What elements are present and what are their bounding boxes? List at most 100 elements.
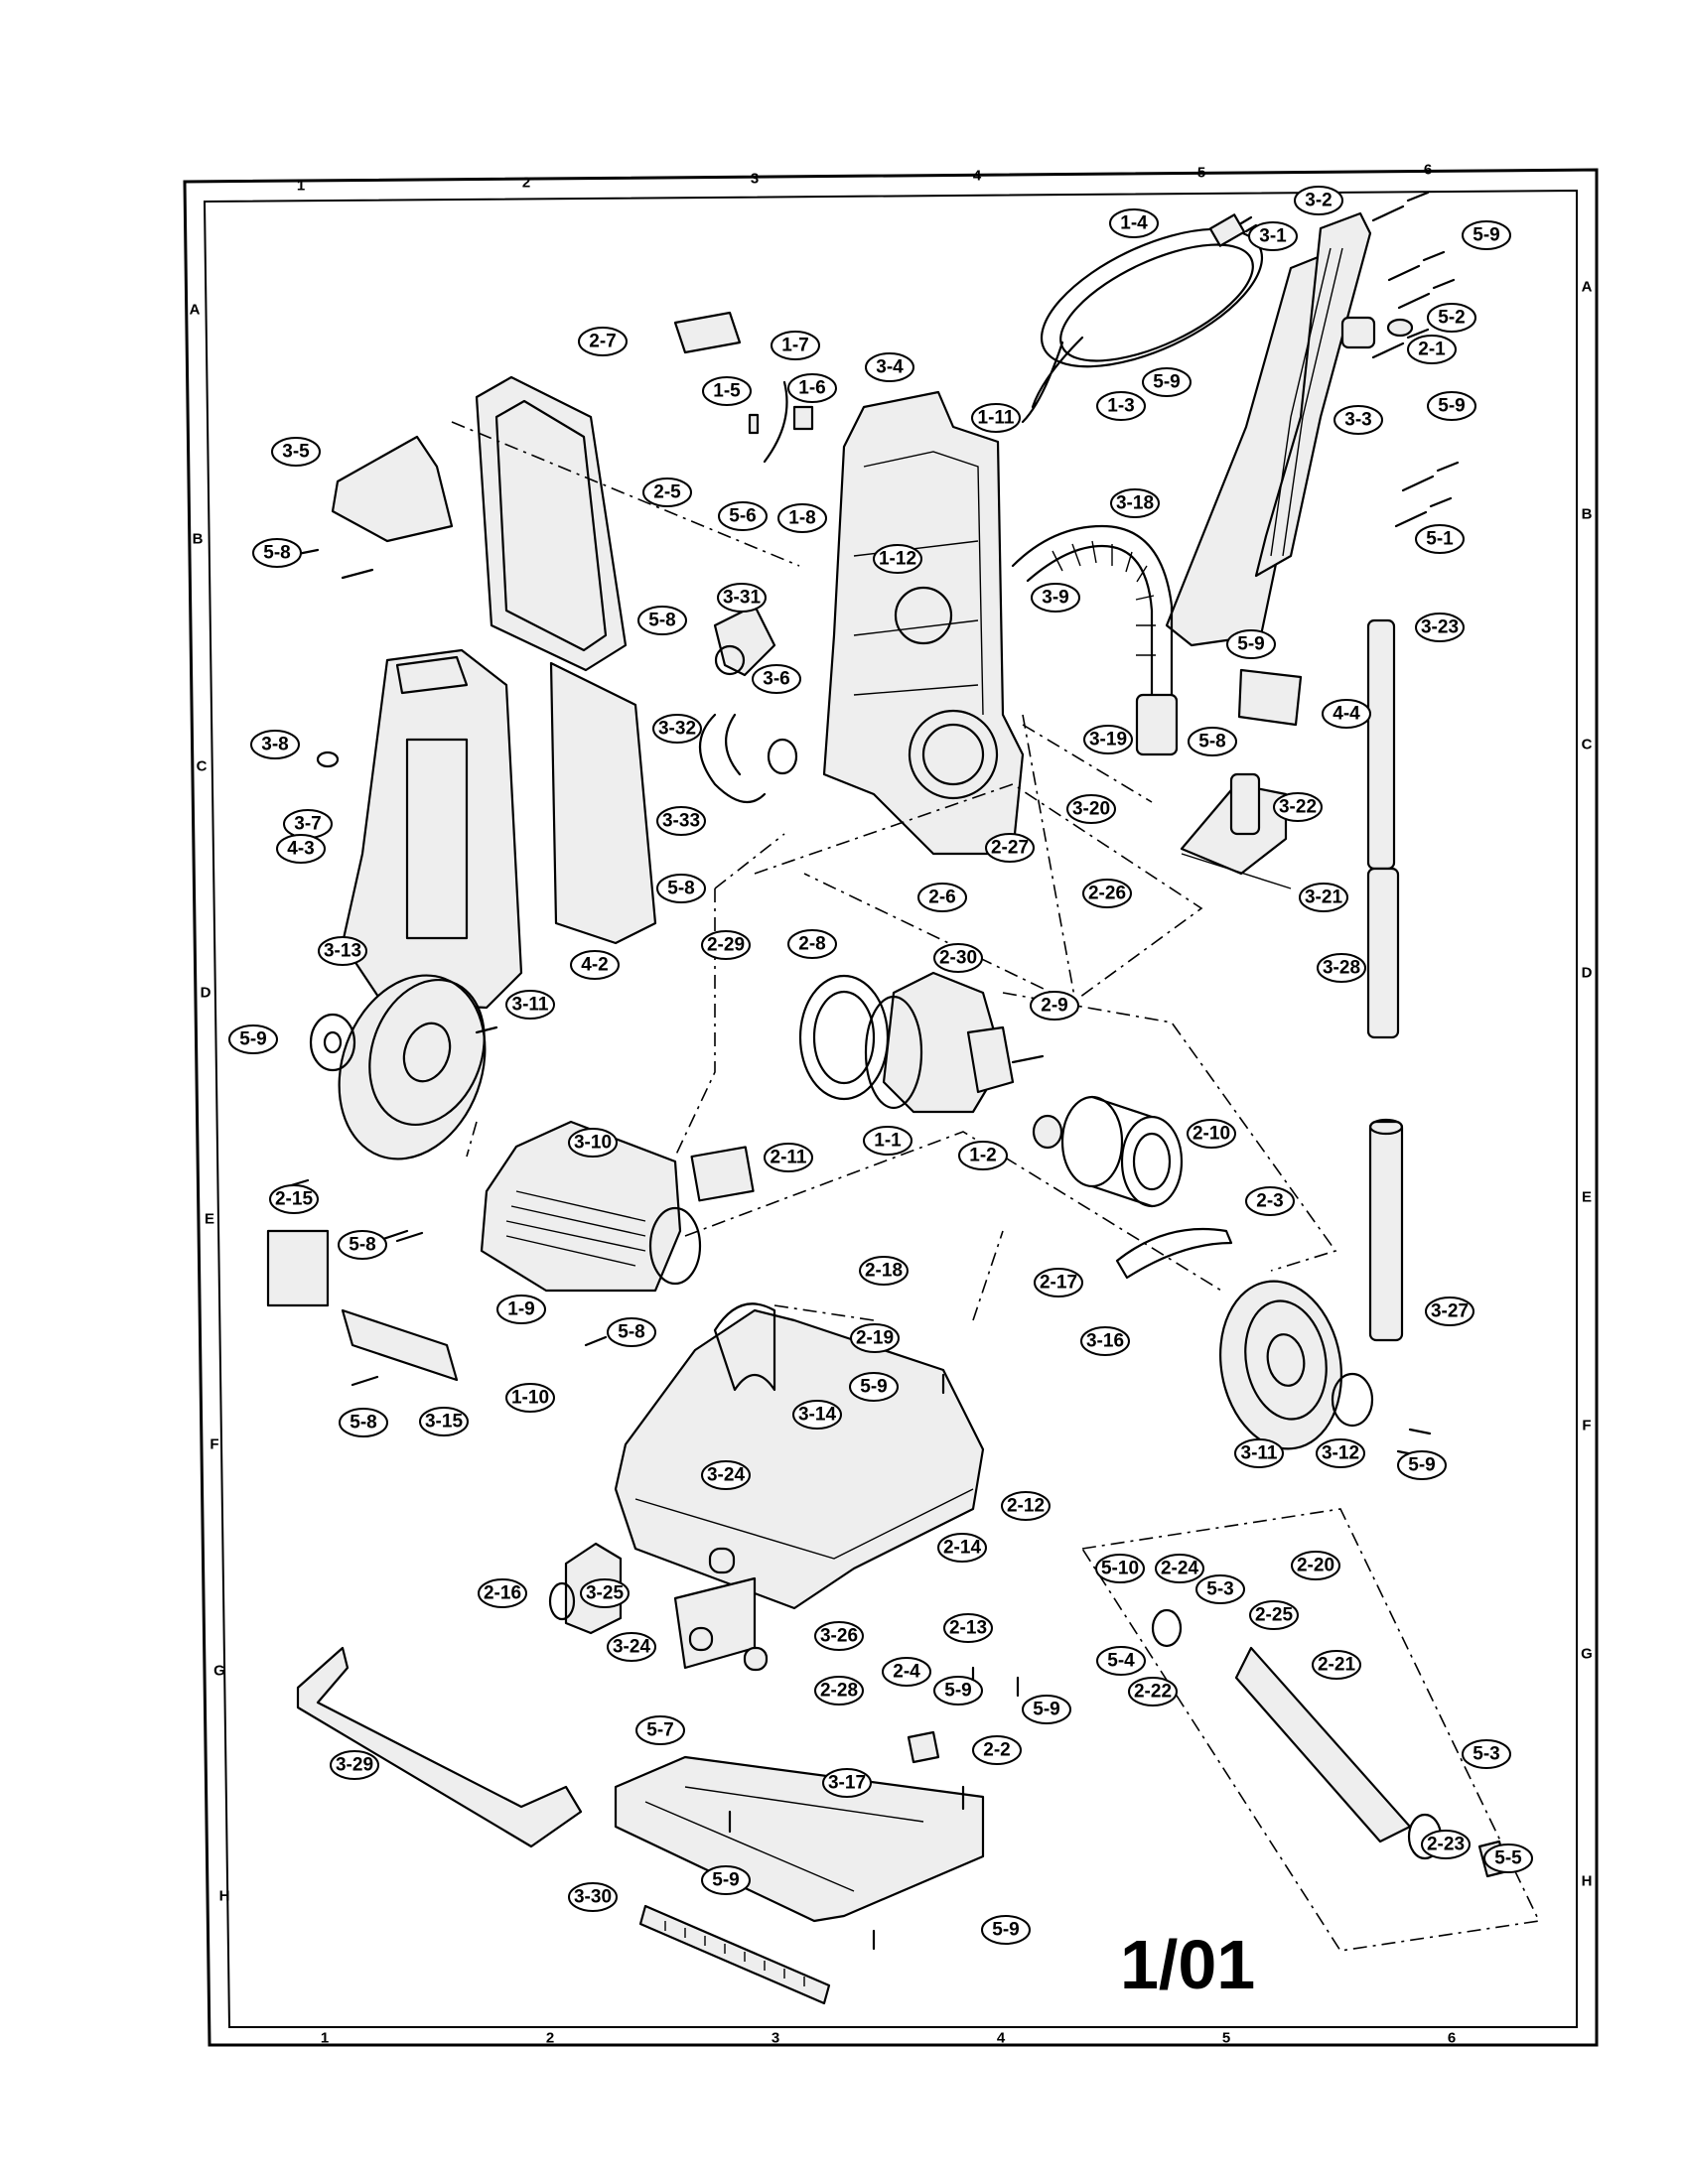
callout-label: 5-9	[944, 1681, 971, 1702]
callout-3-8: 3-8	[250, 730, 300, 759]
ruler-marker-A: A	[190, 302, 201, 319]
callout-1-11: 1-11	[971, 403, 1021, 433]
callout-label: 2-28	[820, 1681, 858, 1702]
callout-5-9: 5-9	[1022, 1695, 1071, 1724]
ruler-marker-D: D	[201, 985, 211, 1002]
callout-5-3: 5-3	[1462, 1739, 1511, 1769]
callout-3-27: 3-27	[1425, 1297, 1474, 1326]
callout-label: 1-3	[1107, 396, 1134, 417]
callout-2-21: 2-21	[1312, 1650, 1361, 1680]
callout-label: 5-9	[239, 1029, 266, 1050]
callout-label: 1-7	[781, 336, 808, 356]
callout-5-9: 5-9	[1142, 367, 1192, 397]
callout-label: 3-5	[282, 442, 310, 463]
callout-label: 2-11	[771, 1148, 807, 1168]
callout-label: 5-7	[646, 1720, 673, 1741]
callout-label: 3-11	[512, 995, 549, 1016]
screws-top-right	[1340, 191, 1460, 528]
callout-3-12: 3-12	[1316, 1438, 1365, 1468]
callout-label: 4-2	[581, 955, 608, 976]
callout-3-4: 3-4	[865, 352, 914, 382]
callout-3-2: 3-2	[1294, 186, 1343, 215]
callout-2-4: 2-4	[882, 1657, 931, 1687]
upholstery-tool-drawing	[1180, 772, 1292, 889]
callout-label: 5-9	[1473, 225, 1499, 246]
callout-2-9: 2-9	[1030, 991, 1079, 1021]
callout-3-25: 3-25	[580, 1578, 630, 1608]
callout-3-30: 3-30	[568, 1882, 618, 1912]
callout-label: 2-1	[1418, 340, 1446, 360]
ruler-marker-3: 3	[751, 171, 759, 188]
callout-5-6: 5-6	[718, 501, 768, 531]
callout-2-28: 2-28	[814, 1676, 864, 1706]
ruler-marker-C: C	[197, 758, 208, 775]
callout-label: 2-4	[893, 1662, 920, 1683]
ruler-marker-A: A	[1582, 279, 1593, 296]
callout-label: 2-8	[798, 934, 825, 955]
callout-label: 3-23	[1421, 617, 1459, 638]
callout-label: 2-9	[1041, 996, 1067, 1017]
callout-label: 2-12	[1007, 1496, 1045, 1517]
callout-5-9: 5-9	[1462, 220, 1511, 250]
callout-label: 2-21	[1318, 1655, 1355, 1676]
bag-door-drawing	[341, 648, 523, 1010]
callout-3-11: 3-11	[505, 990, 555, 1020]
parts-drawings	[266, 191, 1541, 2005]
callout-label: 1-2	[969, 1146, 996, 1166]
callout-2-20: 2-20	[1291, 1551, 1340, 1580]
ruler-marker-1: 1	[321, 2030, 329, 2047]
callout-label: 3-16	[1086, 1331, 1124, 1352]
callout-label: 2-25	[1255, 1605, 1293, 1626]
callout-label: 3-18	[1116, 493, 1154, 514]
callout-label: 1-1	[874, 1131, 902, 1152]
callout-label: 5-6	[729, 506, 756, 527]
callout-4-4: 4-4	[1322, 699, 1371, 729]
callout-1-2: 1-2	[958, 1141, 1008, 1170]
callout-label: 2-16	[484, 1583, 521, 1604]
filter-frame-drawing	[475, 375, 628, 672]
ruler-marker-F: F	[210, 1436, 218, 1453]
callout-2-25: 2-25	[1249, 1600, 1299, 1630]
callout-label: 5-9	[1237, 634, 1264, 655]
callout-label: 3-6	[763, 669, 789, 690]
ruler-marker-D: D	[1582, 965, 1593, 982]
callout-label: 3-9	[1042, 588, 1068, 609]
callout-label: 2-24	[1161, 1559, 1198, 1579]
exhaust-filter-drawing	[1060, 1095, 1184, 1208]
callout-3-29: 3-29	[330, 1750, 379, 1780]
ruler-marker-5: 5	[1197, 165, 1205, 182]
callout-label: 1-4	[1120, 213, 1148, 234]
callout-label: 5-8	[667, 879, 694, 899]
callout-2-3: 2-3	[1245, 1186, 1295, 1216]
ruler-marker-2: 2	[546, 2030, 554, 2047]
ruler-marker-H: H	[219, 1888, 230, 1905]
callout-label: 2-19	[856, 1328, 894, 1349]
callout-label: 2-26	[1088, 884, 1126, 904]
callout-label: 3-25	[586, 1583, 624, 1604]
callout-3-17: 3-17	[822, 1768, 872, 1798]
callout-label: 1-9	[507, 1299, 534, 1320]
callout-2-26: 2-26	[1082, 879, 1132, 908]
callout-label: 5-3	[1206, 1579, 1233, 1600]
callout-2-6: 2-6	[917, 883, 967, 912]
callout-label: 5-5	[1494, 1848, 1522, 1869]
callout-5-9: 5-9	[933, 1676, 983, 1706]
callout-5-9: 5-9	[1226, 629, 1276, 659]
callout-label: 3-30	[574, 1887, 612, 1908]
callout-2-2: 2-2	[972, 1735, 1022, 1765]
callout-3-19: 3-19	[1083, 725, 1133, 754]
callout-label: 1-10	[511, 1388, 549, 1409]
callout-5-2: 5-2	[1427, 303, 1476, 333]
callout-5-9: 5-9	[849, 1372, 899, 1402]
callout-label: 5-4	[1107, 1651, 1135, 1672]
callout-label: 5-8	[618, 1322, 644, 1343]
callout-label: 3-1	[1259, 226, 1287, 247]
callout-5-9: 5-9	[228, 1024, 278, 1054]
callout-5-8: 5-8	[338, 1230, 387, 1260]
page-label: 1/01	[1120, 1926, 1255, 2003]
callout-label: 5-9	[1033, 1700, 1059, 1720]
callout-2-30: 2-30	[933, 943, 983, 973]
callout-2-11: 2-11	[764, 1143, 813, 1172]
callout-3-26: 3-26	[814, 1621, 864, 1651]
callout-2-1: 2-1	[1407, 335, 1457, 364]
